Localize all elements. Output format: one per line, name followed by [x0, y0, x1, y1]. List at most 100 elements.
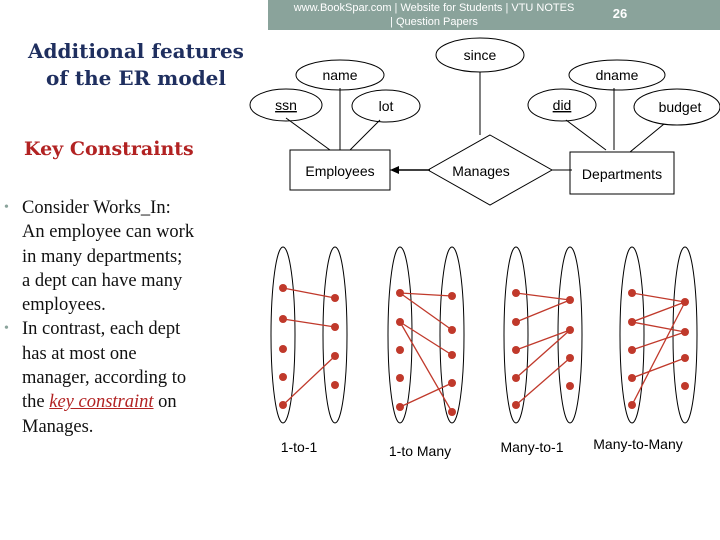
mapping-link: [282, 318, 336, 328]
bullet-item-2: • In contrast, each dept has at most one…: [4, 317, 256, 438]
header-bar: [268, 0, 720, 30]
mapping-dot: [512, 401, 520, 409]
mapping-dot: [512, 346, 520, 354]
bullet-2-line-1: In contrast, each dept: [22, 319, 181, 340]
mapping-dot: [331, 352, 339, 360]
bullet-2-line-4: the key constraint on: [22, 390, 256, 414]
connector: [349, 119, 381, 151]
bullet-1-line-3: in many departments;: [22, 246, 183, 267]
bullet-2-line-5: Manages.: [22, 416, 94, 437]
mapping-dot: [448, 351, 456, 359]
slide-title-line-2: of the ER model: [45, 66, 226, 90]
attribute-did: did: [553, 97, 572, 113]
mapping-dot: [566, 296, 574, 304]
header-text: www.BookSpar.com | Website for Students …: [276, 1, 592, 29]
connector: [565, 119, 607, 151]
mapping-dot: [331, 323, 339, 331]
mapping-dot: [566, 326, 574, 334]
mapping-oval: [322, 246, 348, 424]
mapping-oval: [672, 246, 698, 424]
mapping-link: [631, 321, 686, 333]
mapping-dot: [396, 318, 404, 326]
mapping-link: [515, 329, 571, 379]
mapping-ovals: [270, 246, 698, 424]
mapping-dot: [396, 403, 404, 411]
mapping-dot: [331, 294, 339, 302]
mapping-dot: [279, 315, 287, 323]
mapping-dot: [279, 401, 287, 409]
mapping-dot: [628, 289, 636, 297]
mapping-dot: [681, 354, 689, 362]
mapping-link: [399, 321, 453, 413]
mapping-dot: [279, 284, 287, 292]
attribute-ssn: ssn: [275, 97, 297, 113]
mapping-dot: [512, 374, 520, 382]
bullet-list: • Consider Works_In: An employee can wor…: [4, 196, 256, 439]
mapping-dot: [512, 318, 520, 326]
mapping-link: [399, 292, 453, 331]
attribute-oval-dname: [568, 59, 666, 91]
mapping-dot: [681, 298, 689, 306]
mapping-dot: [566, 354, 574, 362]
mapping-link: [399, 382, 453, 408]
relationship-manages: Manages: [452, 163, 510, 179]
mapping-dot: [628, 346, 636, 354]
bullet-1-line-1: Consider Works_In:: [22, 198, 171, 218]
attribute-budget: budget: [659, 99, 702, 115]
bullet-1-line-5: employees.: [22, 295, 106, 316]
attribute-oval-name: [295, 59, 385, 91]
mapping-link: [515, 299, 571, 323]
attribute-name: name: [322, 67, 357, 83]
bullet-2-text: on: [153, 392, 177, 413]
bullet-2-line-3: manager, according to: [22, 368, 187, 389]
arrow-head-icon: [390, 166, 399, 174]
mapping-link: [282, 355, 336, 406]
mapping-dot: [396, 374, 404, 382]
mapping-dot: [279, 373, 287, 381]
page-number: 26: [612, 6, 628, 21]
attribute-lot: lot: [379, 98, 394, 114]
entity-departments: Departments: [582, 166, 662, 182]
bullet-icon: •: [4, 200, 9, 215]
slide-title: Additional features of the ER model: [12, 38, 260, 92]
mapping-dot: [448, 408, 456, 416]
mapping-oval: [439, 246, 465, 424]
mapping-dot: [448, 379, 456, 387]
bullet-icon: •: [4, 321, 9, 337]
attribute-oval-ssn: [249, 88, 323, 122]
mapping-link: [282, 287, 336, 299]
slide-title-line-1: Additional features: [28, 39, 244, 63]
key-constraint-term: key constraint: [49, 392, 154, 413]
mapping-link: [399, 321, 453, 356]
bullet-2-text: the: [22, 392, 50, 413]
mapping-link: [631, 301, 686, 406]
bullet-2-line-2: has at most one: [22, 343, 137, 364]
attribute-since: since: [464, 47, 497, 63]
mapping-links: [282, 287, 686, 413]
mapping-dot: [396, 289, 404, 297]
entity-box-departments: [569, 151, 675, 195]
mapping-oval: [619, 246, 645, 424]
relationship-diamond-manages: [426, 134, 554, 206]
mapping-link: [515, 329, 571, 351]
label-many-to-one: Many-to-1: [500, 439, 563, 455]
mapping-dot: [628, 374, 636, 382]
entity-employees: Employees: [305, 163, 374, 179]
mapping-dot: [681, 382, 689, 390]
bullet-item-1: • Consider Works_In: An employee can wor…: [4, 196, 256, 317]
connector: [629, 123, 665, 153]
label-one-to-one: 1-to-1: [281, 439, 318, 455]
mapping-dot: [512, 289, 520, 297]
mapping-dot: [331, 381, 339, 389]
label-many-to-many: Many-to-Many: [593, 436, 682, 452]
mapping-dot: [628, 318, 636, 326]
header-line-1: www.BookSpar.com | Website for Students …: [293, 2, 575, 14]
bullet-1-line-2: An employee can work: [22, 222, 195, 243]
attribute-oval-since: [435, 37, 525, 73]
mapping-oval: [387, 246, 413, 424]
mapping-link: [631, 292, 686, 303]
mapping-dot: [628, 401, 636, 409]
mapping-link: [631, 357, 686, 379]
mapping-dot: [448, 292, 456, 300]
